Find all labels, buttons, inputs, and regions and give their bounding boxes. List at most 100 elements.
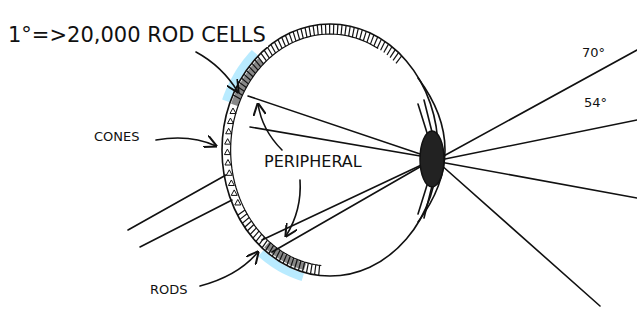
cornea — [418, 78, 445, 222]
rod-cell — [247, 225, 254, 231]
rod-cell — [282, 37, 286, 46]
rod-cell — [239, 82, 246, 87]
rod-cell — [238, 210, 245, 215]
rod-cell — [301, 29, 303, 39]
rod-density-note: 1°=>20,000 ROD CELLS — [6, 24, 268, 47]
rod-cell — [245, 221, 252, 227]
angle-label: 54° — [582, 96, 609, 110]
rod-cell — [325, 24, 327, 34]
rod-cell — [298, 261, 301, 271]
rod-cell — [396, 56, 402, 64]
light-ray — [272, 160, 432, 252]
rod-cell — [291, 258, 294, 267]
optic-nerve — [128, 175, 226, 230]
rod-cell — [240, 214, 247, 220]
angle-label: 70° — [580, 46, 607, 60]
rod-cell — [278, 40, 282, 49]
rod-cell — [393, 53, 398, 61]
rod-cell — [272, 248, 277, 257]
rod-cell — [265, 243, 270, 251]
leader-arrow — [286, 180, 300, 236]
rod-cell — [267, 47, 272, 55]
rod-cell — [333, 24, 335, 34]
cone-cell — [224, 149, 230, 155]
rod-cell — [387, 47, 392, 55]
rod-cell — [302, 262, 304, 272]
rod-cell — [315, 265, 316, 275]
rod-cell — [360, 30, 363, 40]
rod-cell — [253, 231, 259, 238]
rod-cell — [321, 24, 323, 34]
rod-cell — [309, 26, 311, 36]
lens — [420, 131, 444, 187]
rod-cell — [252, 63, 258, 70]
rod-cell — [249, 67, 255, 74]
rod-cell — [345, 25, 346, 35]
rod-cell — [235, 90, 243, 95]
rod-cell — [363, 31, 366, 40]
leader-arrow — [156, 138, 216, 146]
rod-cell — [313, 26, 314, 36]
rod-cell — [261, 53, 267, 61]
rod-cell — [237, 86, 244, 91]
cone-cell — [230, 108, 236, 114]
rod-cell — [255, 60, 261, 67]
rod-cell — [274, 42, 278, 51]
rod-cell — [297, 30, 300, 40]
rod-cell — [370, 35, 374, 44]
retina-cells — [224, 24, 401, 275]
light-ray — [248, 96, 432, 158]
cone-cell — [235, 199, 241, 205]
rod-cell — [349, 26, 351, 36]
optic-nerve — [140, 200, 232, 247]
rod-cell — [259, 237, 265, 245]
cones-label: CONES — [92, 130, 142, 144]
rod-cell — [377, 39, 381, 48]
leader-arrow — [200, 252, 258, 286]
eyeball-outline — [222, 24, 438, 276]
rod-cell — [374, 37, 378, 46]
rod-cell — [381, 42, 385, 51]
rod-cell — [258, 56, 264, 63]
light-ray — [440, 162, 637, 198]
rod-cell — [246, 70, 253, 76]
rod-cell — [276, 250, 280, 259]
rod-cell — [242, 217, 249, 223]
rod-cell — [250, 228, 256, 235]
cone-cell — [225, 160, 231, 166]
light-ray — [440, 120, 637, 160]
cone-cell — [231, 190, 237, 196]
retina-line — [231, 34, 379, 265]
rod-cell — [283, 254, 287, 263]
rod-cell — [289, 33, 292, 42]
rod-cell — [287, 256, 290, 265]
rod-cell — [241, 78, 248, 84]
light-ray — [440, 50, 637, 158]
rod-cell — [337, 24, 339, 34]
rod-cell — [293, 32, 296, 41]
rod-cell — [317, 25, 318, 35]
rod-cell — [318, 265, 320, 275]
rod-cell — [285, 35, 289, 44]
rods-label: RODS — [148, 283, 190, 297]
rod-cell — [311, 264, 313, 274]
rod-cell — [390, 50, 395, 58]
rod-cell — [271, 45, 276, 53]
rod-cell — [269, 245, 274, 253]
rod-cell — [305, 27, 307, 37]
rod-cell — [329, 24, 330, 34]
grey-shading — [267, 245, 306, 267]
rod-cell — [352, 27, 354, 37]
cone-cell — [225, 139, 231, 145]
leader-arrow — [258, 104, 282, 150]
cone-cell — [227, 118, 233, 124]
light-ray — [440, 164, 600, 306]
rod-cell — [367, 33, 370, 42]
leader-arrow — [196, 52, 238, 92]
cone-cell — [226, 128, 232, 134]
cone-cell — [228, 180, 234, 186]
rod-cell — [256, 234, 262, 241]
rod-cell — [356, 28, 358, 38]
cone-cell — [226, 170, 232, 176]
